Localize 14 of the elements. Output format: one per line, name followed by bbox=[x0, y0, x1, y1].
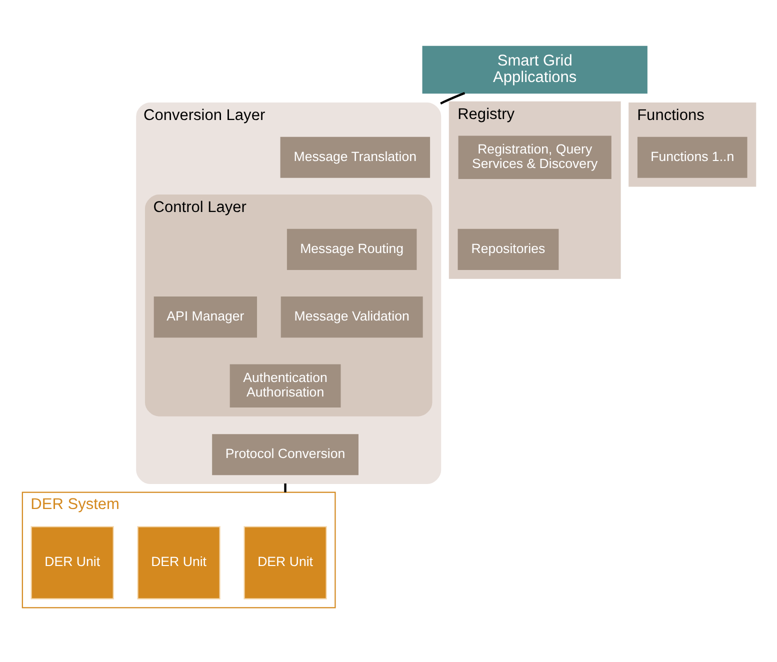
node-box: Functions 1..n bbox=[636, 136, 747, 178]
node-box: Smart Grid Applications bbox=[422, 45, 647, 94]
node-box: API Manager bbox=[153, 296, 256, 338]
node-box: Message Validation bbox=[280, 296, 422, 338]
node-box: Repositories bbox=[457, 228, 558, 270]
connector bbox=[284, 482, 286, 492]
node-box: Authentication Authorisation bbox=[229, 364, 340, 407]
node-box: DER Unit bbox=[136, 526, 220, 599]
node-box: DER Unit bbox=[30, 526, 114, 599]
node-box: Registration, Query Services & Discovery bbox=[458, 135, 611, 178]
node-box: Message Translation bbox=[280, 136, 430, 178]
node-box: DER Unit bbox=[243, 526, 326, 599]
node-box: Message Routing bbox=[286, 228, 416, 270]
node-box: Protocol Conversion bbox=[212, 434, 358, 475]
